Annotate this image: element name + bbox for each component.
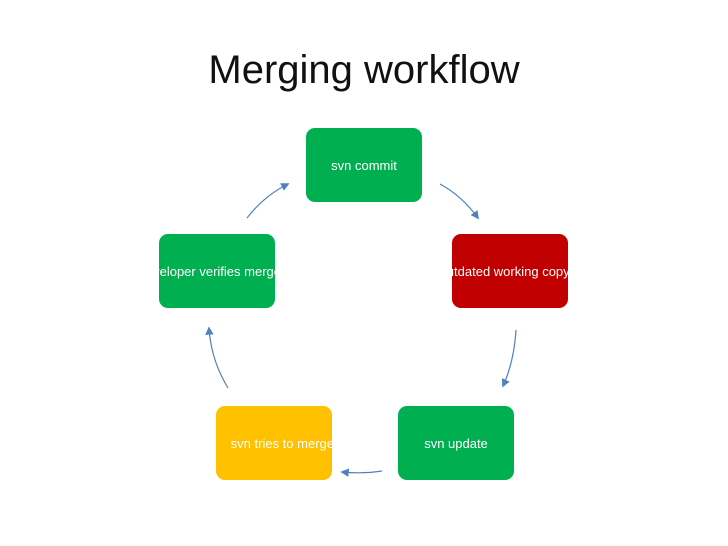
node-svn-tries-to-merge: svn tries to merge [216, 406, 332, 480]
node-developer-verifies-merge: Developer verifies merge [159, 234, 275, 308]
node-label: svn commit [331, 157, 397, 173]
node-label: svn commit (outdated working copy) [452, 263, 568, 279]
arrow-rejected-to-update [501, 329, 517, 388]
arrow-verify-to-commit [246, 183, 290, 219]
node-svn-commit-outdated: svn commit (outdated working copy) [452, 234, 568, 308]
node-svn-update: svn update [398, 406, 514, 480]
node-label: svn tries to merge [230, 435, 332, 451]
arrow-update-to-merge [340, 468, 383, 477]
slide-title: Merging workflow [208, 48, 520, 92]
arrow-merge-to-verify [205, 326, 229, 389]
arrow-commit-to-rejected [439, 183, 479, 220]
node-label: Developer verifies merge [159, 263, 275, 279]
node-label: svn update [424, 435, 488, 451]
node-svn-commit: svn commit [306, 128, 422, 202]
